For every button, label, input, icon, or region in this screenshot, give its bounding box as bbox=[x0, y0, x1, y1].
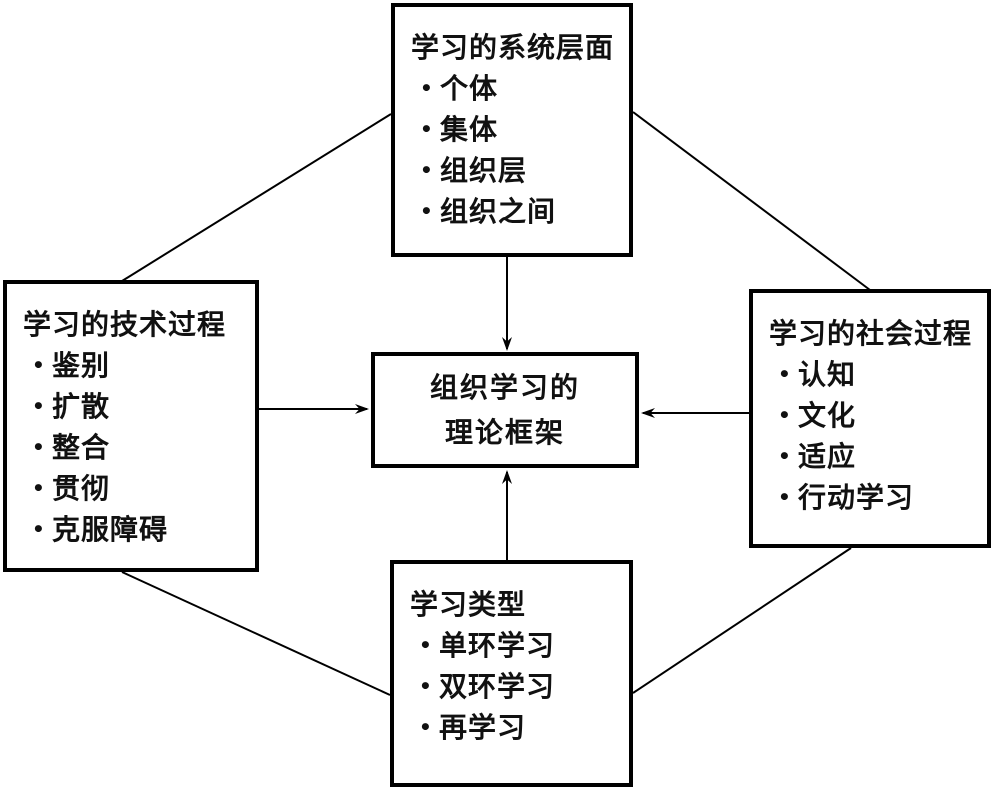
node-item-list: • 个体 • 集体 • 组织层 • 组织之间 bbox=[411, 68, 623, 232]
item-label: 集体 bbox=[440, 113, 499, 146]
bullet-icon: • bbox=[778, 362, 791, 386]
list-item: • 鉴别 bbox=[23, 345, 249, 386]
node-title: 学习的技术过程 bbox=[23, 308, 227, 341]
list-item: • 双环学习 bbox=[410, 666, 623, 707]
edge-top-to-right-diagonal bbox=[632, 111, 871, 291]
edge-left-to-bottom-diagonal bbox=[121, 571, 391, 696]
item-label: 扩散 bbox=[52, 390, 111, 423]
item-label: 行动学习 bbox=[798, 481, 915, 514]
list-item: • 整合 bbox=[23, 427, 249, 468]
item-label: 认知 bbox=[798, 358, 857, 391]
item-label: 双环学习 bbox=[439, 670, 556, 703]
item-label: 克服障碍 bbox=[52, 513, 169, 546]
list-item: • 单环学习 bbox=[410, 625, 623, 666]
bullet-icon: • bbox=[32, 435, 45, 459]
node-system-levels: 学习的系统层面 • 个体 • 集体 • 组织层 • bbox=[391, 3, 633, 257]
bullet-icon: • bbox=[420, 199, 433, 223]
list-item: • 个体 bbox=[411, 68, 623, 109]
node-center-framework: 组织学习的 理论框架 bbox=[371, 352, 639, 468]
item-label: 组织层 bbox=[440, 154, 528, 187]
node-item-list: • 单环学习 • 双环学习 • 再学习 bbox=[410, 625, 623, 748]
edge-bottom-to-right-diagonal bbox=[632, 547, 852, 694]
list-item: • 集体 bbox=[411, 109, 623, 150]
item-label: 个体 bbox=[440, 72, 499, 105]
node-title: 学习的系统层面 bbox=[411, 31, 615, 64]
item-label: 适应 bbox=[798, 440, 857, 473]
bullet-icon: • bbox=[420, 117, 433, 141]
list-item: • 行动学习 bbox=[769, 477, 981, 518]
bullet-icon: • bbox=[32, 353, 45, 377]
list-item: • 适应 bbox=[769, 436, 981, 477]
bullet-icon: • bbox=[32, 517, 45, 541]
list-item: • 组织层 bbox=[411, 150, 623, 191]
list-item: • 贯彻 bbox=[23, 468, 249, 509]
bullet-icon: • bbox=[32, 476, 45, 500]
item-label: 鉴别 bbox=[52, 349, 111, 382]
list-item: • 组织之间 bbox=[411, 191, 623, 232]
bullet-icon: • bbox=[778, 403, 791, 427]
list-item: • 再学习 bbox=[410, 707, 623, 748]
bullet-icon: • bbox=[419, 674, 432, 698]
node-item-list: • 鉴别 • 扩散 • 整合 • 贯彻 bbox=[23, 345, 249, 550]
node-item-list: • 认知 • 文化 • 适应 • 行动学习 bbox=[769, 354, 981, 518]
center-title-line-2: 理论框架 bbox=[444, 416, 565, 449]
bullet-icon: • bbox=[419, 715, 432, 739]
node-technical-process: 学习的技术过程 • 鉴别 • 扩散 • 整合 • bbox=[3, 280, 259, 572]
node-title: 学习类型 bbox=[410, 588, 527, 621]
node-social-process: 学习的社会过程 • 认知 • 文化 • 适应 • bbox=[749, 289, 991, 548]
bullet-icon: • bbox=[420, 158, 433, 182]
item-label: 贯彻 bbox=[52, 472, 111, 505]
bullet-icon: • bbox=[778, 485, 791, 509]
node-learning-types: 学习类型 • 单环学习 • 双环学习 • 再学习 bbox=[390, 560, 633, 787]
bullet-icon: • bbox=[419, 633, 432, 657]
item-label: 单环学习 bbox=[439, 629, 556, 662]
list-item: • 文化 bbox=[769, 395, 981, 436]
center-title-line-1: 组织学习的 bbox=[429, 371, 580, 404]
bullet-icon: • bbox=[420, 76, 433, 100]
bullet-icon: • bbox=[778, 444, 791, 468]
node-title: 学习的社会过程 bbox=[769, 317, 973, 350]
item-label: 再学习 bbox=[439, 711, 527, 744]
bullet-icon: • bbox=[32, 394, 45, 418]
item-label: 组织之间 bbox=[440, 195, 557, 228]
item-label: 文化 bbox=[798, 399, 857, 432]
list-item: • 认知 bbox=[769, 354, 981, 395]
list-item: • 扩散 bbox=[23, 386, 249, 427]
item-label: 整合 bbox=[52, 431, 111, 464]
edge-left-to-top-diagonal bbox=[121, 113, 392, 282]
list-item: • 克服障碍 bbox=[23, 509, 249, 550]
